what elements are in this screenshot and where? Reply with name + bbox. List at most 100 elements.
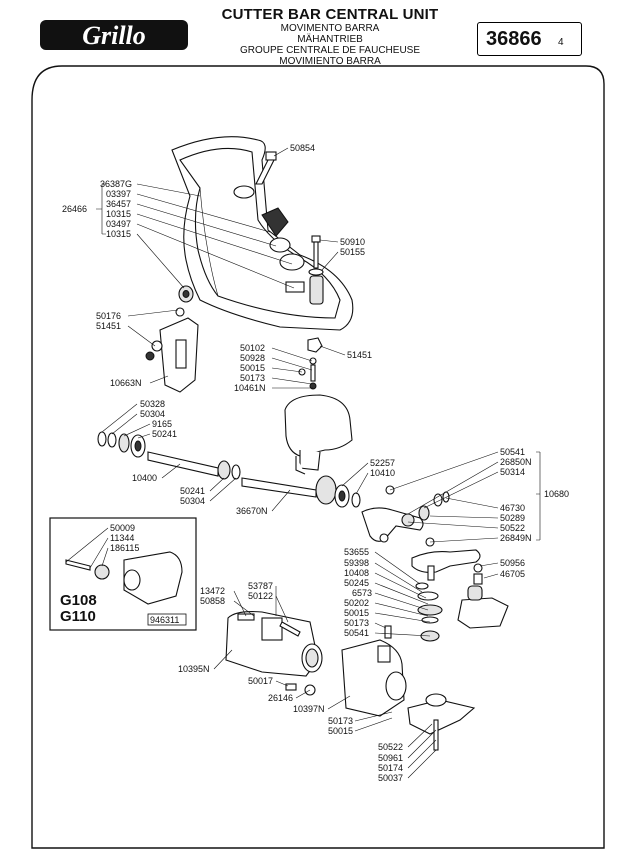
bracket-10663N bbox=[145, 307, 199, 393]
diagram-frame bbox=[31, 65, 605, 849]
gearbox-housing bbox=[171, 136, 354, 331]
label-10395N: 10395N bbox=[178, 664, 210, 674]
label-51451-b: 51451 bbox=[347, 350, 372, 360]
inset-box bbox=[49, 517, 197, 631]
label-50289: 50289 bbox=[500, 513, 525, 523]
label-46705: 46705 bbox=[500, 569, 525, 579]
label-50241-a: 50241 bbox=[152, 429, 177, 439]
label-53655: 53655 bbox=[344, 547, 369, 557]
label-50522-a: 50522 bbox=[500, 523, 525, 533]
label-50956: 50956 bbox=[500, 558, 525, 568]
bushing-10315 bbox=[178, 285, 194, 303]
label-36670N: 36670N bbox=[236, 506, 268, 516]
label-50155: 50155 bbox=[340, 247, 365, 257]
crank-arm-10680 bbox=[361, 485, 450, 543]
label-59398: 59398 bbox=[344, 558, 369, 568]
label-50176: 50176 bbox=[96, 311, 121, 321]
label-10461N: 10461N bbox=[234, 383, 266, 393]
blade-holder-46705 bbox=[457, 585, 509, 629]
label-50304-b: 50304 bbox=[180, 496, 205, 506]
label-50015-b: 50015 bbox=[344, 608, 369, 618]
label-50202: 50202 bbox=[344, 598, 369, 608]
label-26849N: 26849N bbox=[500, 533, 532, 543]
base-plate bbox=[407, 693, 476, 751]
label-10410: 10410 bbox=[370, 468, 395, 478]
label-50522-b: 50522 bbox=[378, 742, 403, 752]
label-52257: 52257 bbox=[370, 458, 395, 468]
leader-lines bbox=[65, 147, 541, 779]
label-50017: 50017 bbox=[248, 676, 273, 686]
label-50173-b: 50173 bbox=[344, 618, 369, 628]
title-block: CUTTER BAR CENTRAL UNIT MOVIMENTO BARRA … bbox=[190, 6, 470, 67]
label-11344: 11344 bbox=[110, 533, 134, 543]
label-186115: 186115 bbox=[110, 543, 139, 553]
label-50314: 50314 bbox=[500, 467, 525, 477]
subtitle-es: MOVIMIENTO BARRA bbox=[279, 56, 381, 67]
shaft-36670N bbox=[241, 475, 361, 508]
label-50858: 50858 bbox=[200, 596, 225, 606]
inset-ref: 946311 bbox=[150, 615, 179, 625]
label-50241-b: 50241 bbox=[180, 486, 205, 496]
model-g110: G110 bbox=[60, 608, 96, 625]
label-50910: 50910 bbox=[340, 237, 365, 247]
label-50174: 50174 bbox=[378, 763, 403, 773]
label-50015-a: 50015 bbox=[240, 363, 265, 373]
label-10408: 10408 bbox=[344, 568, 369, 578]
label-50122: 50122 bbox=[248, 591, 273, 601]
label-50009: 50009 bbox=[110, 523, 135, 533]
lever-26849N bbox=[411, 537, 483, 585]
grillo-logo: Grillo bbox=[40, 20, 188, 50]
subtitle-it: MOVIMENTO BARRA bbox=[280, 23, 380, 34]
label-50015-c: 50015 bbox=[328, 726, 353, 736]
label-10397N: 10397N bbox=[293, 704, 325, 714]
support-clamp bbox=[284, 394, 353, 475]
label-26466: 26466 bbox=[62, 204, 87, 214]
label-50541-a: 50541 bbox=[500, 447, 525, 457]
shaft-10400 bbox=[147, 451, 241, 480]
label-10315-a: 10315 bbox=[106, 209, 131, 219]
label-53787: 53787 bbox=[248, 581, 273, 591]
subtitle-de: MÄHANTRIEB bbox=[297, 34, 363, 45]
label-50961: 50961 bbox=[378, 753, 403, 763]
logo-text: Grillo bbox=[82, 21, 146, 50]
label-10663N: 10663N bbox=[110, 378, 142, 388]
page-number: 4 bbox=[558, 37, 564, 48]
code-box: 36866 4 bbox=[477, 22, 582, 56]
label-6573: 6573 bbox=[352, 588, 372, 598]
label-03497: 03497 bbox=[106, 219, 131, 229]
part-labels: 50854 36387G 03397 36457 26466 10315 034… bbox=[60, 143, 569, 783]
screw-50102 bbox=[298, 357, 317, 390]
label-50541-b: 50541 bbox=[344, 628, 369, 638]
label-36457: 36457 bbox=[106, 199, 131, 209]
housing-10395N bbox=[225, 611, 323, 677]
label-50854: 50854 bbox=[290, 143, 315, 153]
nut-51451 bbox=[307, 337, 323, 353]
drawing-code: 36866 bbox=[486, 28, 542, 50]
label-13472: 13472 bbox=[200, 586, 225, 596]
housing-10397N bbox=[341, 639, 407, 717]
label-50173-a: 50173 bbox=[240, 373, 265, 383]
label-50928: 50928 bbox=[240, 353, 265, 363]
label-50102: 50102 bbox=[240, 343, 265, 353]
page-title: CUTTER BAR CENTRAL UNIT bbox=[221, 6, 439, 23]
label-50037: 50037 bbox=[378, 773, 403, 783]
model-g108: G108 bbox=[60, 592, 97, 609]
label-26146: 26146 bbox=[268, 693, 293, 703]
bolt-50854 bbox=[255, 151, 277, 185]
label-50245: 50245 bbox=[344, 578, 369, 588]
label-10315-b: 10315 bbox=[106, 229, 131, 239]
label-50304-a: 50304 bbox=[140, 409, 165, 419]
washer-stack bbox=[384, 582, 443, 642]
bolt-50910 bbox=[308, 235, 324, 305]
label-50328: 50328 bbox=[140, 399, 165, 409]
label-26850N: 26850N bbox=[500, 457, 532, 467]
bearing-group-left bbox=[97, 431, 146, 458]
label-36387G: 36387G bbox=[100, 179, 132, 189]
subtitle-fr: GROUPE CENTRALE DE FAUCHEUSE bbox=[239, 45, 421, 56]
label-10400: 10400 bbox=[132, 473, 157, 483]
label-03397: 03397 bbox=[106, 189, 131, 199]
label-9165: 9165 bbox=[152, 419, 172, 429]
label-10680: 10680 bbox=[544, 489, 569, 499]
label-50173-c: 50173 bbox=[328, 716, 353, 726]
